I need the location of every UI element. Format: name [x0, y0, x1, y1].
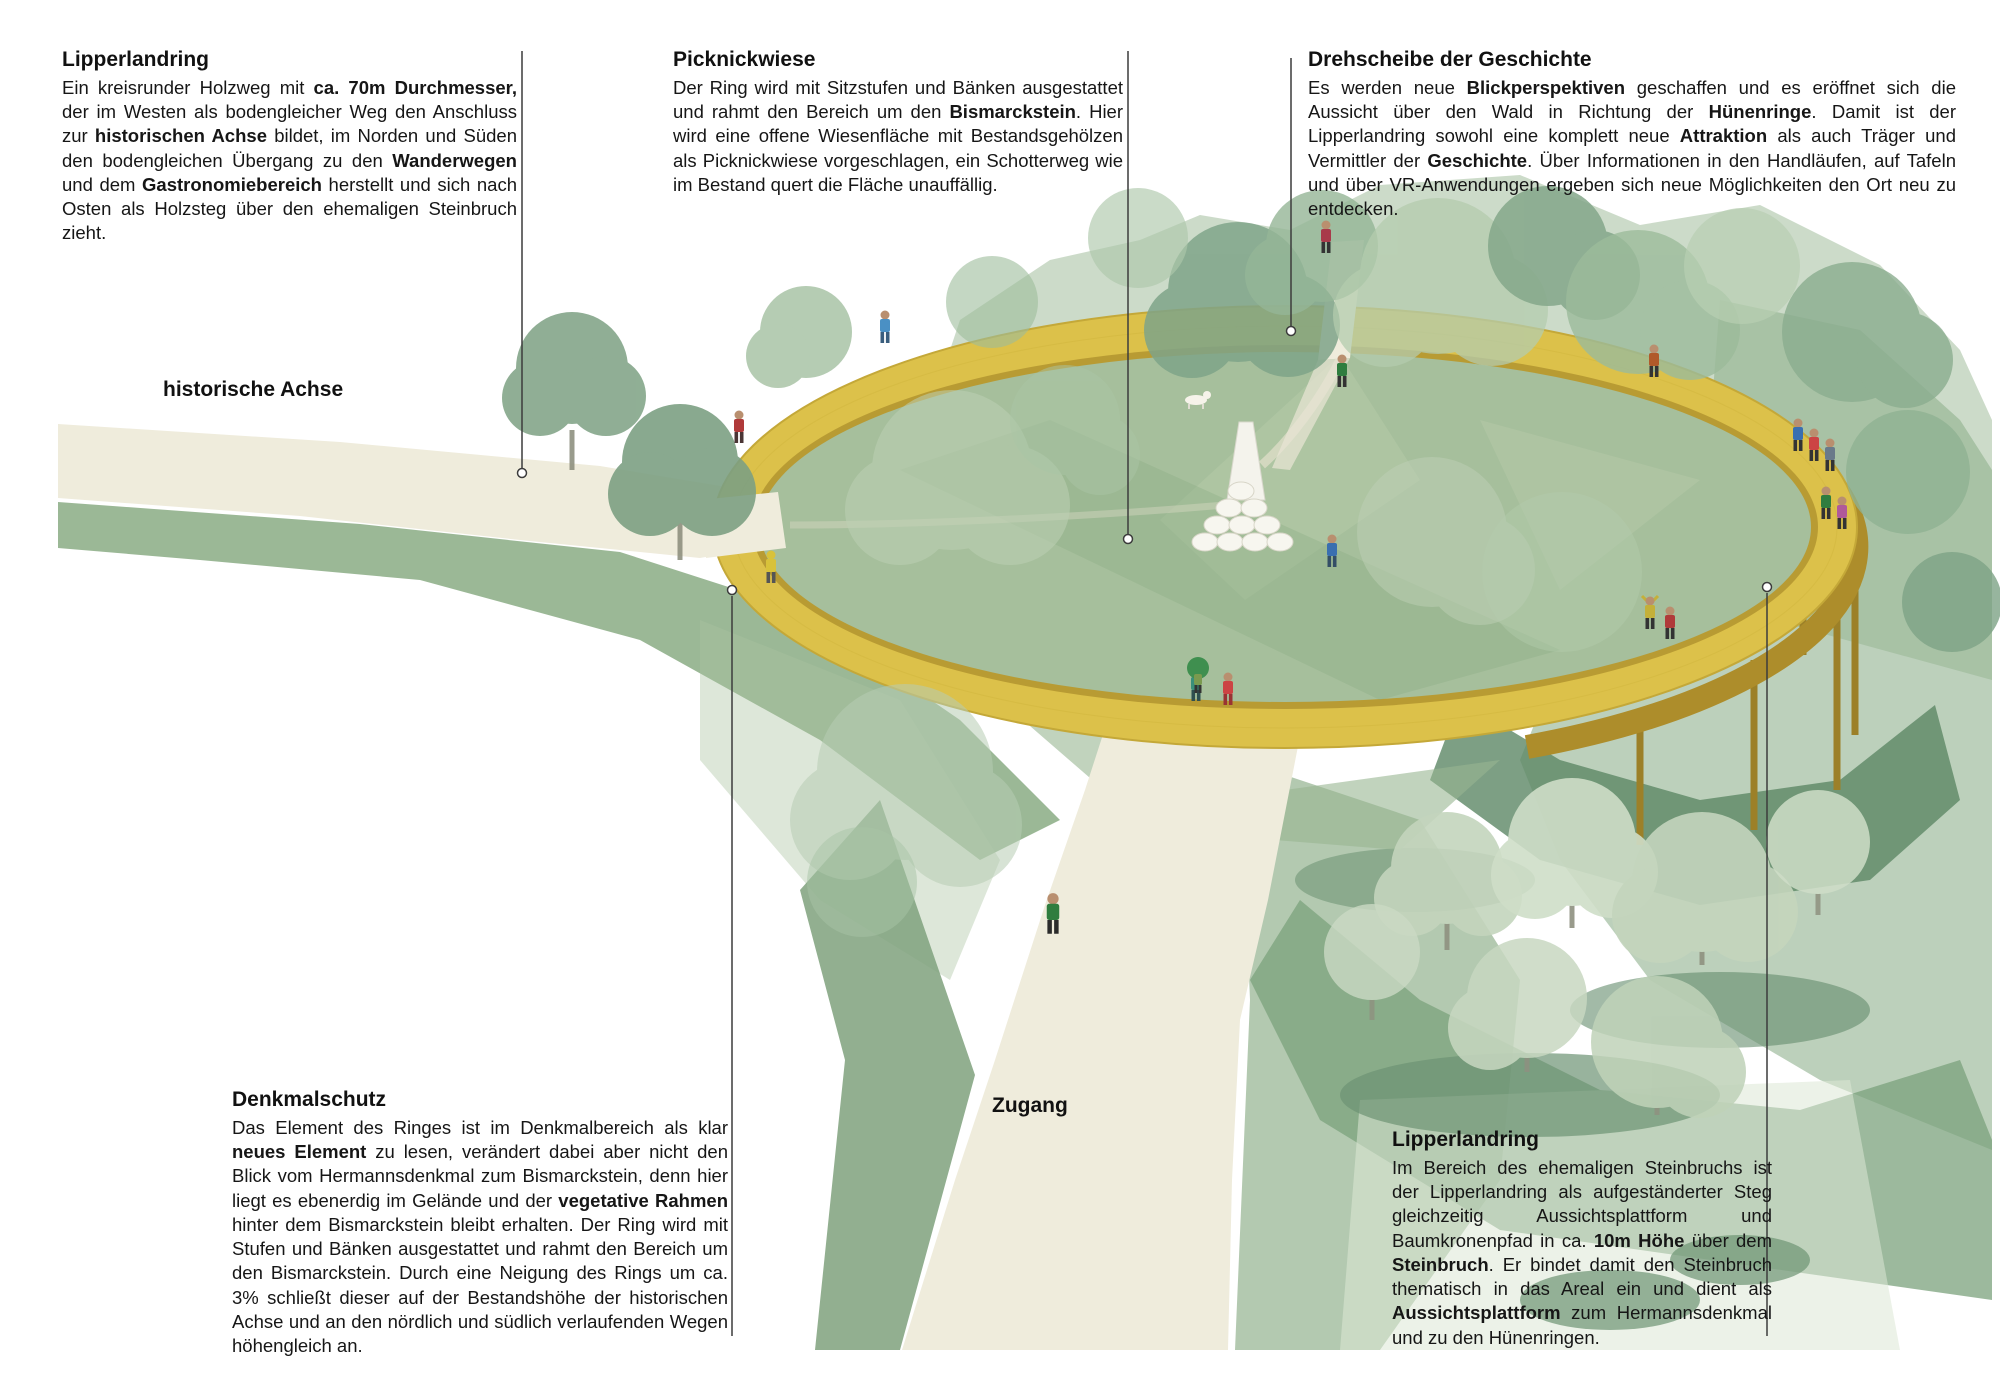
- tree: [946, 256, 1038, 348]
- leader-node: [516, 467, 528, 479]
- tree: [608, 404, 756, 560]
- person-figure: [1665, 606, 1675, 639]
- person-figure: [734, 410, 744, 443]
- tree: [1766, 790, 1870, 915]
- person-figure: [1649, 344, 1659, 377]
- leader-node: [1285, 325, 1297, 337]
- person-figure: [880, 310, 890, 343]
- annotation-lipperlandring-west: Lipperlandring Ein kreisrunder Holzweg m…: [62, 48, 517, 246]
- annotation-title: Lipperlandring: [62, 48, 209, 71]
- annotation-body: Der Ring wird mit Sitzstufen und Bänken …: [673, 77, 1124, 195]
- annotation-body: Das Element des Ringes ist im Denkmalber…: [232, 1117, 728, 1357]
- leader-lines: [516, 51, 1773, 1336]
- tree: [1684, 208, 1800, 324]
- annotation-denkmalschutz: Denkmalschutz Das Element des Ringes ist…: [232, 1088, 728, 1358]
- person-figure: [1793, 418, 1803, 451]
- trees: [502, 186, 2000, 1118]
- person-figure: [1809, 428, 1819, 461]
- annotation-body: Ein kreisrunder Holzweg mit ca. 70m Durc…: [62, 77, 517, 244]
- label-historische-achse: historische Achse: [163, 378, 344, 401]
- people: [734, 220, 1847, 934]
- tree: [1591, 976, 1746, 1118]
- bismarckstein-monument: [1191, 421, 1294, 552]
- person-figure: [1821, 486, 1831, 519]
- tree: [502, 312, 646, 470]
- tree: [1782, 262, 1953, 408]
- zugang-path: [902, 688, 1300, 1350]
- historische-achse-path: [58, 424, 773, 558]
- tree: [1357, 457, 1535, 625]
- person-figure: [1825, 438, 1835, 471]
- annotation-body: Es werden neue Blickperspektiven geschaf…: [1308, 77, 1957, 220]
- person-figure: [1321, 220, 1331, 253]
- person-figure: [1337, 354, 1347, 387]
- person-figure: [1327, 534, 1337, 567]
- tree: [1902, 552, 2000, 652]
- annotation-body: Im Bereich des ehemaligen Steinbruchs is…: [1392, 1157, 1773, 1348]
- annotation-title: Lipperlandring: [1392, 1128, 1539, 1151]
- annotation-drehscheibe: Drehscheibe der Geschichte Es werden neu…: [1308, 48, 1956, 221]
- annotation-title: Picknickwiese: [673, 48, 816, 71]
- person-figure: [1837, 496, 1847, 529]
- person-figure: [1640, 594, 1660, 629]
- tree: [845, 390, 1070, 565]
- tree: [1482, 492, 1642, 652]
- tree: [1324, 904, 1420, 1020]
- person-with-umbrella: [1187, 657, 1209, 693]
- tree: [1612, 812, 1798, 965]
- annotation-picknickwiese: Picknickwiese Der Ring wird mit Sitzstuf…: [673, 48, 1123, 197]
- paths: [58, 424, 1300, 1350]
- leader-node: [1122, 533, 1134, 545]
- annotation-title: Denkmalschutz: [232, 1088, 387, 1111]
- annotation-lipperlandring-steinbruch: Lipperlandring Im Bereich des ehemaligen…: [1392, 1128, 1772, 1350]
- person-figure: [1223, 672, 1233, 705]
- tree: [1333, 198, 1548, 367]
- tree: [1448, 938, 1587, 1072]
- tree: [746, 286, 852, 388]
- label-zugang: Zugang: [992, 1094, 1068, 1117]
- annotation-title: Drehscheibe der Geschichte: [1308, 48, 1592, 71]
- leader-node: [726, 584, 738, 596]
- leader-node: [1761, 581, 1773, 593]
- tree: [807, 827, 917, 937]
- tree: [1010, 365, 1140, 495]
- tree: [1846, 410, 1970, 534]
- dog-figure: [1185, 391, 1211, 409]
- person-figure: [766, 550, 776, 583]
- tree: [1088, 188, 1188, 288]
- person-figure: [1046, 893, 1060, 934]
